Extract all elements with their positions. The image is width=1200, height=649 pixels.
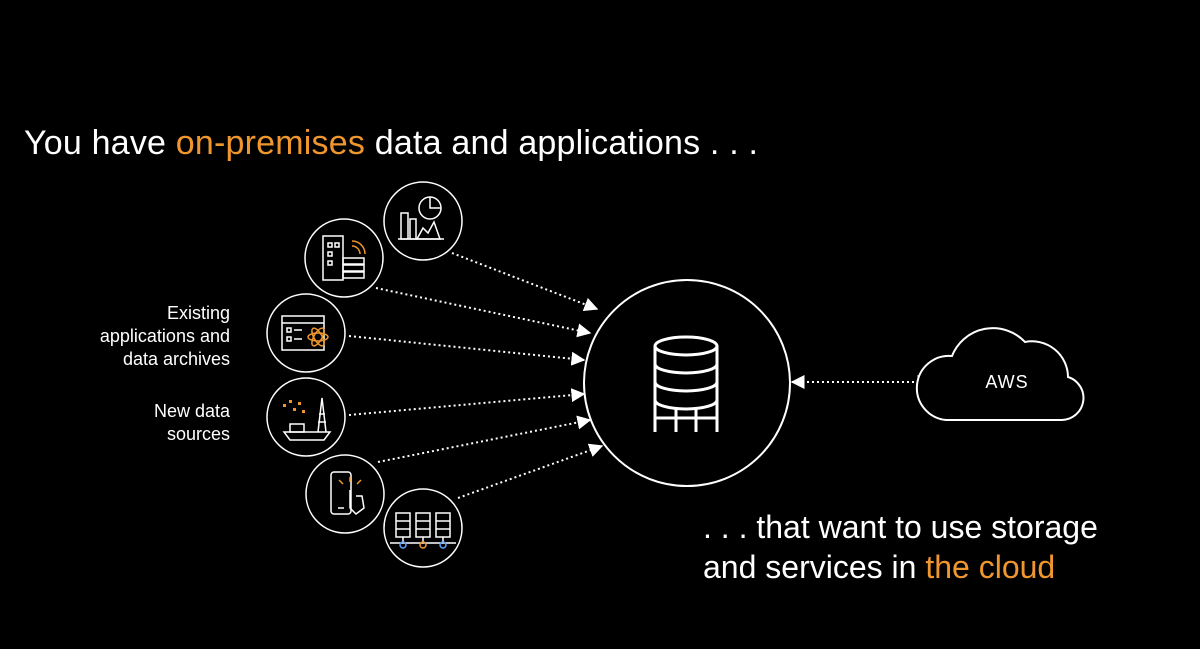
- cloud-tagline: . . . that want to use storage and servi…: [703, 507, 1098, 587]
- existing-apps-label: Existing applications and data archives: [100, 302, 230, 371]
- tagline-line2: and services in the cloud: [703, 547, 1098, 587]
- mobile-touch-icon: [305, 454, 385, 534]
- tagline-line1: . . . that want to use storage: [703, 509, 1098, 545]
- existing-label-line: data archives: [122, 349, 230, 369]
- tagline-line2-prefix: and services in: [703, 549, 926, 585]
- headline-suffix: data and applications . . .: [365, 124, 759, 162]
- building-server-icon: [304, 218, 384, 298]
- server-rack-icon: [383, 488, 463, 568]
- headline-highlight: on-premises: [175, 124, 366, 162]
- new-data-sources-label: New data sources: [154, 400, 230, 446]
- tagline-highlight: the cloud: [925, 549, 1056, 585]
- connector-arrow: [457, 443, 604, 499]
- connector-arrow: [375, 287, 592, 338]
- new-sources-label-line: New data: [153, 401, 230, 421]
- iot-ship-rig-icon: [266, 377, 346, 457]
- connector-arrow: [348, 335, 586, 366]
- application-window-icon: [266, 293, 346, 373]
- existing-label-line: Existing: [166, 303, 230, 323]
- headline: You have on-premises data and applicatio…: [24, 124, 758, 163]
- connector-arrow: [451, 252, 599, 311]
- analytics-chart-icon: [383, 181, 463, 261]
- connector-arrow: [348, 388, 586, 416]
- headline-prefix: You have: [24, 124, 176, 162]
- database-icon: [583, 279, 791, 487]
- existing-label-line: applications and: [99, 326, 230, 346]
- new-sources-label-line: sources: [166, 424, 230, 444]
- connector-arrow: [377, 415, 592, 463]
- aws-label: AWS: [985, 372, 1029, 392]
- cloud-icon: [915, 327, 1085, 421]
